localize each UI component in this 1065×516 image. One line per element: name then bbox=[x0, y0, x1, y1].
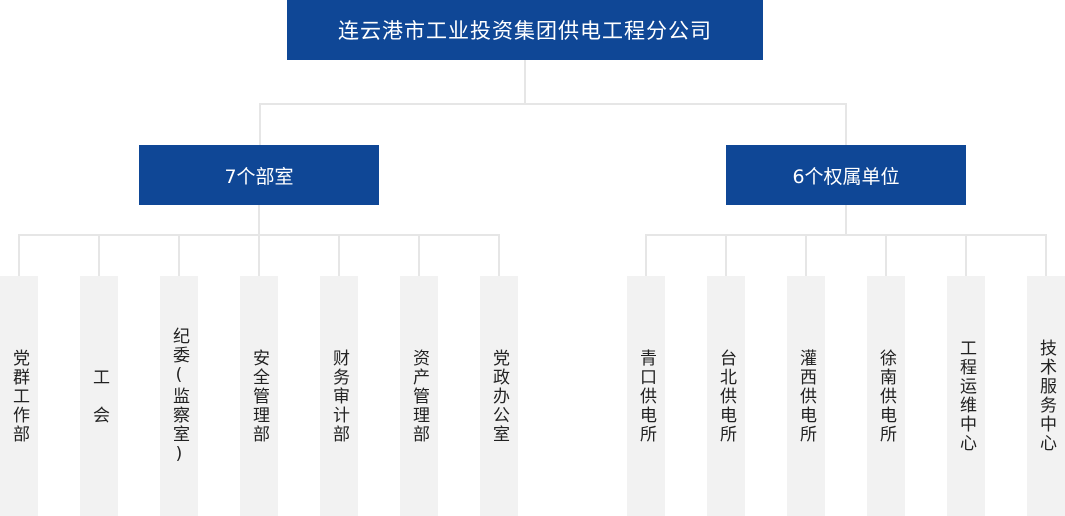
unit-node-1[interactable]: 青口供电所 bbox=[627, 276, 665, 516]
connector-units-horizontal bbox=[645, 234, 1047, 236]
departments-group-label: 7个部室 bbox=[224, 165, 294, 188]
unit-node-2[interactable]: 台北供电所 bbox=[707, 276, 745, 516]
departments-group-node[interactable]: 7个部室 bbox=[139, 145, 379, 205]
department-node-5[interactable]: 财务审计部 bbox=[320, 276, 358, 516]
department-label: 工 会 bbox=[89, 367, 109, 425]
connector-dept-5 bbox=[338, 235, 340, 276]
unit-label: 技术服务中心 bbox=[1036, 339, 1056, 453]
department-label: 党群工作部 bbox=[9, 348, 29, 444]
connector-unit-4 bbox=[885, 235, 887, 276]
connector-unit-1 bbox=[645, 235, 647, 276]
root-node[interactable]: 连云港市工业投资集团供电工程分公司 bbox=[287, 0, 763, 60]
department-node-6[interactable]: 资产管理部 bbox=[400, 276, 438, 516]
department-label: 安全管理部 bbox=[249, 348, 269, 444]
unit-label: 灌西供电所 bbox=[796, 348, 816, 444]
connector-units-down bbox=[845, 205, 847, 235]
department-node-1[interactable]: 党群工作部 bbox=[0, 276, 38, 516]
connector-unit-3 bbox=[805, 235, 807, 276]
unit-label: 青口供电所 bbox=[636, 348, 656, 444]
department-label: 党政办公室 bbox=[489, 348, 509, 444]
connector-unit-6 bbox=[1045, 235, 1047, 276]
connector-root-down bbox=[524, 60, 526, 104]
units-group-node[interactable]: 6个权属单位 bbox=[726, 145, 966, 205]
root-node-label: 连云港市工业投资集团供电工程分公司 bbox=[338, 19, 712, 43]
connector-dept-4 bbox=[258, 235, 260, 276]
department-label: 财务审计部 bbox=[329, 348, 349, 444]
connector-dept-3 bbox=[178, 235, 180, 276]
connector-dept-2 bbox=[98, 235, 100, 276]
unit-node-4[interactable]: 徐南供电所 bbox=[867, 276, 905, 516]
connector-dept-6 bbox=[418, 235, 420, 276]
unit-label: 徐南供电所 bbox=[876, 348, 896, 444]
connector-dept-1 bbox=[18, 235, 20, 276]
connector-to-departments bbox=[259, 104, 261, 145]
department-node-3[interactable]: 纪委(监察室) bbox=[160, 276, 198, 516]
units-group-label: 6个权属单位 bbox=[792, 165, 900, 188]
unit-label: 台北供电所 bbox=[716, 348, 736, 444]
unit-node-3[interactable]: 灌西供电所 bbox=[787, 276, 825, 516]
connector-unit-2 bbox=[725, 235, 727, 276]
department-node-7[interactable]: 党政办公室 bbox=[480, 276, 518, 516]
unit-node-5[interactable]: 工程运维中心 bbox=[947, 276, 985, 516]
department-node-4[interactable]: 安全管理部 bbox=[240, 276, 278, 516]
connector-departments-down bbox=[258, 205, 260, 235]
department-node-2[interactable]: 工 会 bbox=[80, 276, 118, 516]
unit-label: 工程运维中心 bbox=[956, 339, 976, 453]
department-label: 纪委(监察室) bbox=[169, 326, 189, 466]
connector-root-horizontal bbox=[259, 103, 847, 105]
department-label: 资产管理部 bbox=[409, 348, 429, 444]
connector-unit-5 bbox=[965, 235, 967, 276]
unit-node-6[interactable]: 技术服务中心 bbox=[1027, 276, 1065, 516]
connector-to-units bbox=[845, 104, 847, 145]
connector-dept-7 bbox=[498, 235, 500, 276]
